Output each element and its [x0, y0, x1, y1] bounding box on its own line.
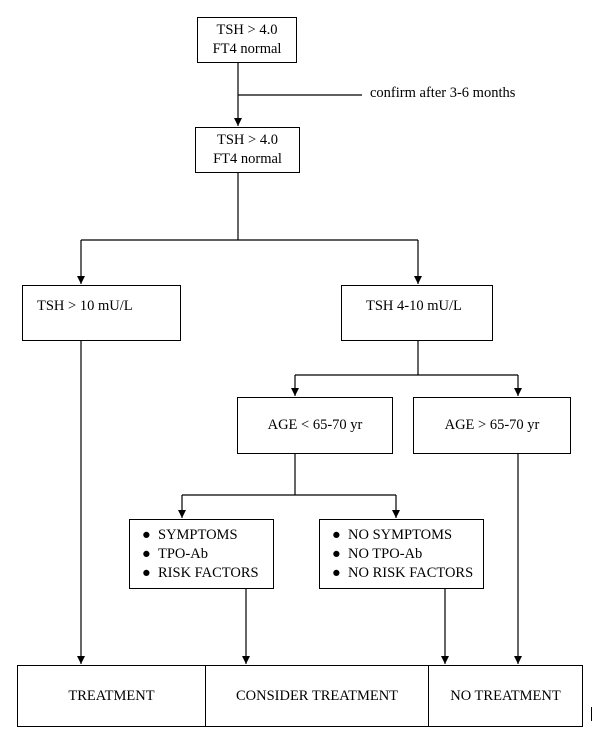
with-factors-item: ● RISK FACTORS [142, 564, 273, 583]
age-young-label: AGE < 65-70 yr [267, 417, 363, 433]
start-box: TSH > 4.0 FT4 normal [197, 17, 297, 63]
with-factors-item: ● SYMPTOMS [142, 526, 273, 545]
outcome-treatment-label: TREATMENT [68, 687, 155, 704]
no-risk-factors-label: NO RISK FACTORS [348, 564, 474, 581]
no-factors-box: ● NO SYMPTOMS ● NO TPO-Ab ● NO RISK FACTORS [319, 519, 484, 589]
bullet-icon: ● [332, 564, 341, 581]
with-factors-box: ● SYMPTOMS ● TPO-Ab ● RISK FACTORS [129, 519, 274, 589]
bullet-icon: ● [332, 526, 341, 543]
tsh-high-box: TSH > 10 mU/L [22, 285, 181, 341]
tsh-mid-box: TSH 4-10 mU/L [341, 285, 493, 341]
outcome-consider-treatment: CONSIDER TREATMENT [205, 665, 429, 727]
symptoms-label: SYMPTOMS [158, 526, 238, 543]
bullet-icon: ● [142, 526, 151, 543]
edge-mark [591, 707, 592, 721]
confirmed-line2: FT4 normal [213, 151, 282, 167]
no-tpo-ab-label: NO TPO-Ab [348, 545, 423, 562]
outcome-no-treatment: NO TREATMENT [428, 665, 583, 727]
with-factors-item: ● TPO-Ab [142, 545, 273, 564]
confirmed-line1: TSH > 4.0 [217, 132, 278, 148]
no-factors-item: ● NO SYMPTOMS [332, 526, 483, 545]
bullet-icon: ● [142, 545, 151, 562]
confirmed-box: TSH > 4.0 FT4 normal [195, 127, 300, 173]
tpo-ab-label: TPO-Ab [158, 545, 208, 562]
bullet-icon: ● [332, 545, 341, 562]
age-old-box: AGE > 65-70 yr [413, 397, 571, 454]
outcome-consider-treatment-label: CONSIDER TREATMENT [235, 687, 399, 704]
start-line2: FT4 normal [212, 41, 282, 57]
age-young-box: AGE < 65-70 yr [237, 397, 393, 454]
tsh-mid-label: TSH 4-10 mU/L [366, 297, 462, 314]
no-symptoms-label: NO SYMPTOMS [348, 526, 453, 543]
outcome-no-treatment-label: NO TREATMENT [450, 687, 561, 704]
risk-factors-label: RISK FACTORS [158, 564, 259, 581]
start-line1: TSH > 4.0 [216, 22, 278, 38]
age-old-label: AGE > 65-70 yr [444, 417, 540, 433]
tsh-high-label: TSH > 10 mU/L [37, 297, 133, 314]
confirm-note: confirm after 3-6 months [370, 85, 516, 101]
bullet-icon: ● [142, 564, 151, 581]
outcome-treatment: TREATMENT [17, 665, 206, 727]
no-factors-item: ● NO TPO-Ab [332, 545, 483, 564]
no-factors-item: ● NO RISK FACTORS [332, 564, 483, 583]
